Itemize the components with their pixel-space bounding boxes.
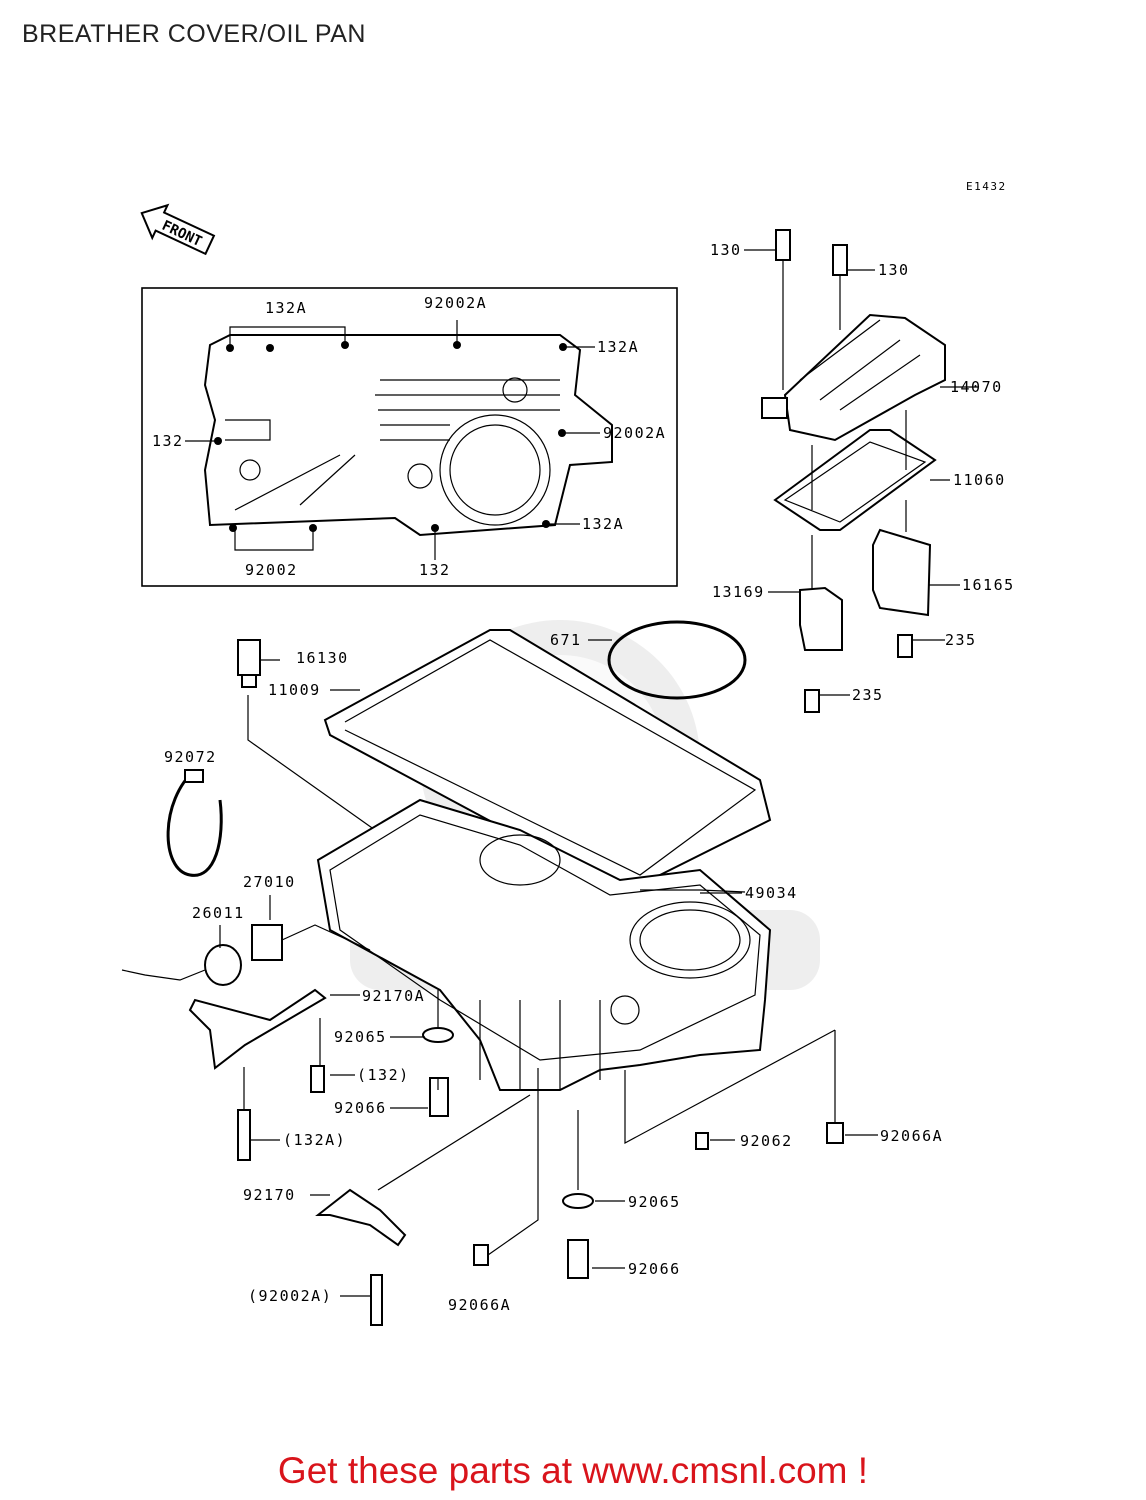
callout-130: 130 [878, 261, 910, 279]
callout-92170A: 92170A [362, 987, 425, 1005]
callout-132: 132 [419, 561, 451, 579]
page-title: BREATHER COVER/OIL PAN [22, 20, 366, 48]
callout-132A: 132A [597, 338, 639, 356]
callout-235: 235 [945, 631, 977, 649]
bracket-92170A [188, 988, 327, 1070]
callout-92002A: 92002A [603, 424, 666, 442]
callout-11060: 11060 [953, 471, 1006, 489]
callout-671: 671 [550, 631, 582, 649]
callout-132A-paren: (132A) [283, 1131, 346, 1149]
callout-16130: 16130 [296, 649, 349, 667]
switch-cap-26011 [121, 925, 242, 986]
callout-92062: 92062 [740, 1132, 793, 1150]
cover-leaders [744, 249, 978, 696]
callout-92002: 92002 [245, 561, 298, 579]
inset-frame [141, 287, 678, 587]
breather-cover-assembly [761, 229, 946, 713]
callout-27010: 27010 [243, 873, 296, 891]
footer-link[interactable]: Get these parts at www.cmsnl.com ! [277, 1450, 869, 1491]
callout-92066A: 92066A [880, 1127, 943, 1145]
callout-92002A-paren: (92002A) [248, 1287, 332, 1305]
callout-26011: 26011 [192, 904, 245, 922]
callout-235: 235 [852, 686, 884, 704]
oil-pan [316, 798, 772, 1091]
bolts-and-plugs [237, 1027, 844, 1326]
callout-132-paren: (132) [357, 1066, 410, 1084]
o-ring-671 [607, 620, 747, 700]
callout-14070: 14070 [950, 378, 1003, 396]
callout-16165: 16165 [962, 576, 1015, 594]
oil-pressure-switch [251, 895, 371, 961]
callout-92066: 92066 [334, 1099, 387, 1117]
oil-sensor-16130 [237, 639, 376, 831]
callout-132A: 132A [265, 299, 307, 317]
callout-92002A: 92002A [424, 294, 487, 312]
crankcase-bottom-view [203, 334, 613, 537]
callout-92065: 92065 [628, 1193, 681, 1211]
callout-92170: 92170 [243, 1186, 296, 1204]
callout-130: 130 [710, 241, 742, 259]
callout-92066A: 92066A [448, 1296, 511, 1314]
front-arrow-icon: FRONT [140, 203, 216, 256]
oil-pan-gasket [323, 629, 772, 887]
callout-92072: 92072 [164, 748, 217, 766]
callout-49034: 49034 [745, 884, 798, 902]
inset-leaders [185, 320, 600, 560]
callout-92066: 92066 [628, 1260, 681, 1278]
callout-132A: 132A [582, 515, 624, 533]
callout-132: 132 [152, 432, 184, 450]
callout-11009: 11009 [268, 681, 321, 699]
hose-clamp-92072 [166, 768, 223, 877]
callout-13169: 13169 [712, 583, 765, 601]
callout-92065: 92065 [334, 1028, 387, 1046]
callout-labels: 130 130 14070 11060 16165 13169 235 235 … [152, 241, 1015, 1314]
diagram-code: E1432 [966, 180, 1007, 193]
pan-leaders [243, 892, 878, 1297]
